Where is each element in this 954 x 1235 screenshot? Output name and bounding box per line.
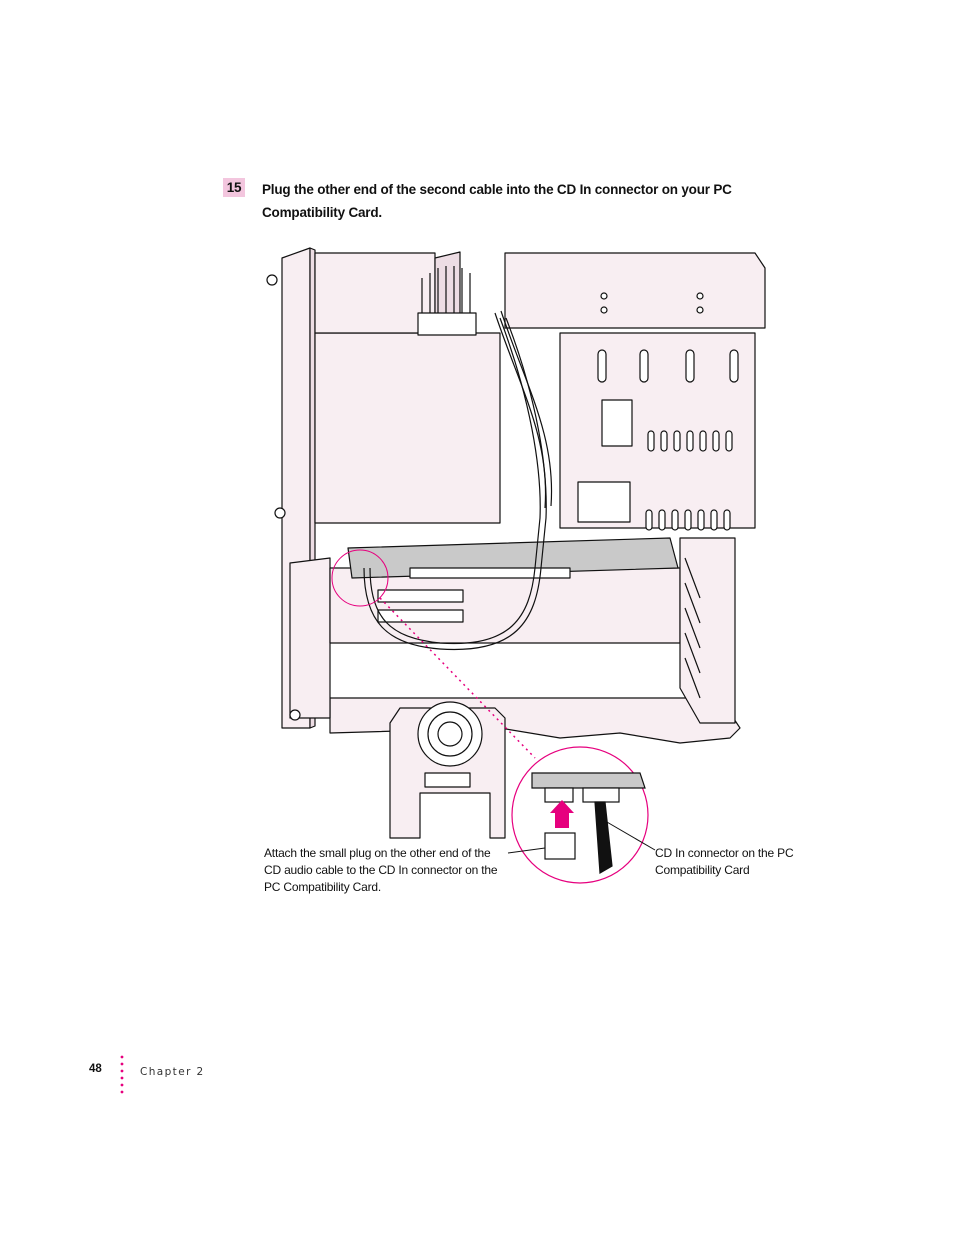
- screw-icon: [289, 709, 301, 721]
- zoom-detail-circle: [511, 746, 649, 884]
- cd-audio-cable: [369, 317, 541, 645]
- step-instruction: Plug the other end of the second cable i…: [262, 182, 732, 220]
- cd-audio-plug: [544, 832, 576, 860]
- fan-icon: [417, 701, 483, 767]
- connector-highlight-circle: [331, 549, 389, 607]
- arrow-up-icon: [550, 800, 574, 828]
- power-supply: [314, 332, 501, 524]
- chapter-label: Chapter 2: [140, 1066, 205, 1078]
- screw-icon: [274, 507, 286, 519]
- callout-leader-right: [599, 817, 656, 851]
- footer-dot-separator: [120, 1055, 124, 1094]
- dotted-leader-line: [379, 597, 536, 759]
- pci-slot: [377, 589, 464, 603]
- callout-cd-in-connector: CD In connector on the PC Compatibility …: [655, 846, 794, 877]
- screw-icon: [266, 274, 278, 286]
- page-number: 48: [89, 1063, 102, 1075]
- pci-slot: [377, 609, 464, 623]
- power-connector: [417, 312, 477, 336]
- callout-leader-left: [507, 847, 546, 854]
- cd-rom-drive: [504, 252, 766, 329]
- drive-bay: [559, 332, 756, 529]
- chassis-lower-frame: [289, 557, 331, 719]
- expansion-slots: [679, 537, 736, 724]
- computer-interior-illustration: [266, 247, 766, 884]
- callout-attach-plug: Attach the small plug on the other end o…: [264, 846, 498, 894]
- step-number: 15: [223, 178, 245, 197]
